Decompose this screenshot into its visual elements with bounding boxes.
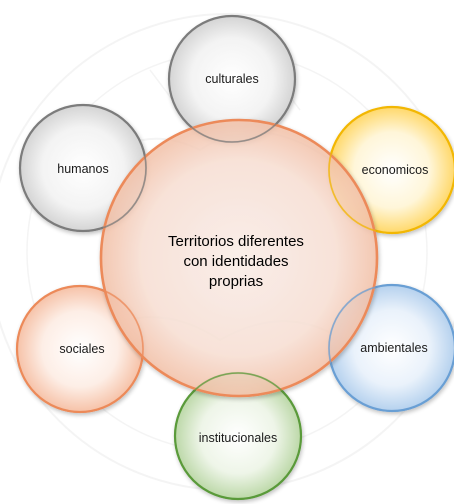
label-economicos: economicos bbox=[362, 163, 429, 177]
label-culturales: culturales bbox=[205, 72, 259, 86]
center-circle bbox=[99, 118, 379, 398]
center-label-line-3: proprias bbox=[209, 273, 263, 290]
label-humanos: humanos bbox=[57, 162, 108, 176]
overlap-rims bbox=[16, 15, 454, 500]
center-label-line-2: con identidades bbox=[183, 253, 288, 270]
label-sociales: sociales bbox=[59, 342, 104, 356]
label-institucionales: institucionales bbox=[199, 431, 278, 445]
center-label-line-1: Territorios diferentes bbox=[168, 233, 304, 250]
label-ambientales: ambientales bbox=[360, 341, 427, 355]
